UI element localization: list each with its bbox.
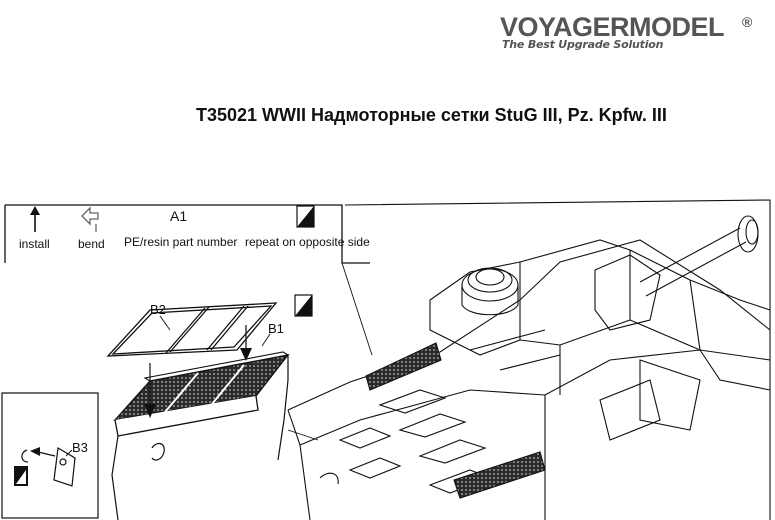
part-label-b1: B1 <box>268 321 284 336</box>
repeat-opposite-label: repeat on opposite side <box>245 235 370 249</box>
b2-leader <box>159 315 171 331</box>
registered-mark: ® <box>742 14 753 30</box>
b3-leader <box>65 449 73 457</box>
brand-tagline: The Best Upgrade Solution <box>502 38 664 51</box>
b3-detail-inset <box>1 392 99 519</box>
bend-arrow-icon <box>81 206 99 232</box>
part-number-code: A1 <box>170 208 188 224</box>
tank-frame <box>344 199 771 520</box>
installed-mesh-left <box>365 342 442 391</box>
install-arrow-b1-left <box>144 363 156 418</box>
b3-part-sketch <box>21 447 76 487</box>
detail-leader-bottom <box>287 429 319 441</box>
part-label-b2: B2 <box>150 302 166 317</box>
install-arrow-b3 <box>30 447 56 457</box>
b1-mesh-panel <box>113 351 290 437</box>
brand-name: VOYAGERMODEL <box>500 12 725 42</box>
b2-frame <box>106 302 278 357</box>
install-arrow-icon <box>30 206 40 232</box>
detail-leader-top <box>341 262 373 356</box>
part-label-b3: B3 <box>72 440 88 455</box>
bend-label: bend <box>78 237 105 251</box>
tank-overview-sketch <box>287 215 771 520</box>
part-number-label: PE/resin part number <box>124 235 238 249</box>
page-title: T35021 WWII Надмоторные сетки StuG III, … <box>196 105 667 125</box>
install-arrow-b1-right <box>240 325 252 361</box>
brand-logo: VOYAGERMODEL ® The Best Upgrade Solution <box>500 12 760 52</box>
legend-frame <box>4 204 370 264</box>
repeat-opposite-side-icon <box>296 205 315 228</box>
repeat-opposite-side-icon-2 <box>294 294 313 317</box>
installed-mesh-right <box>453 451 546 499</box>
b1-leader <box>261 333 271 347</box>
repeat-opposite-side-icon-3 <box>14 466 28 486</box>
install-label: install <box>19 237 50 251</box>
engine-deck-sketch <box>111 355 289 520</box>
